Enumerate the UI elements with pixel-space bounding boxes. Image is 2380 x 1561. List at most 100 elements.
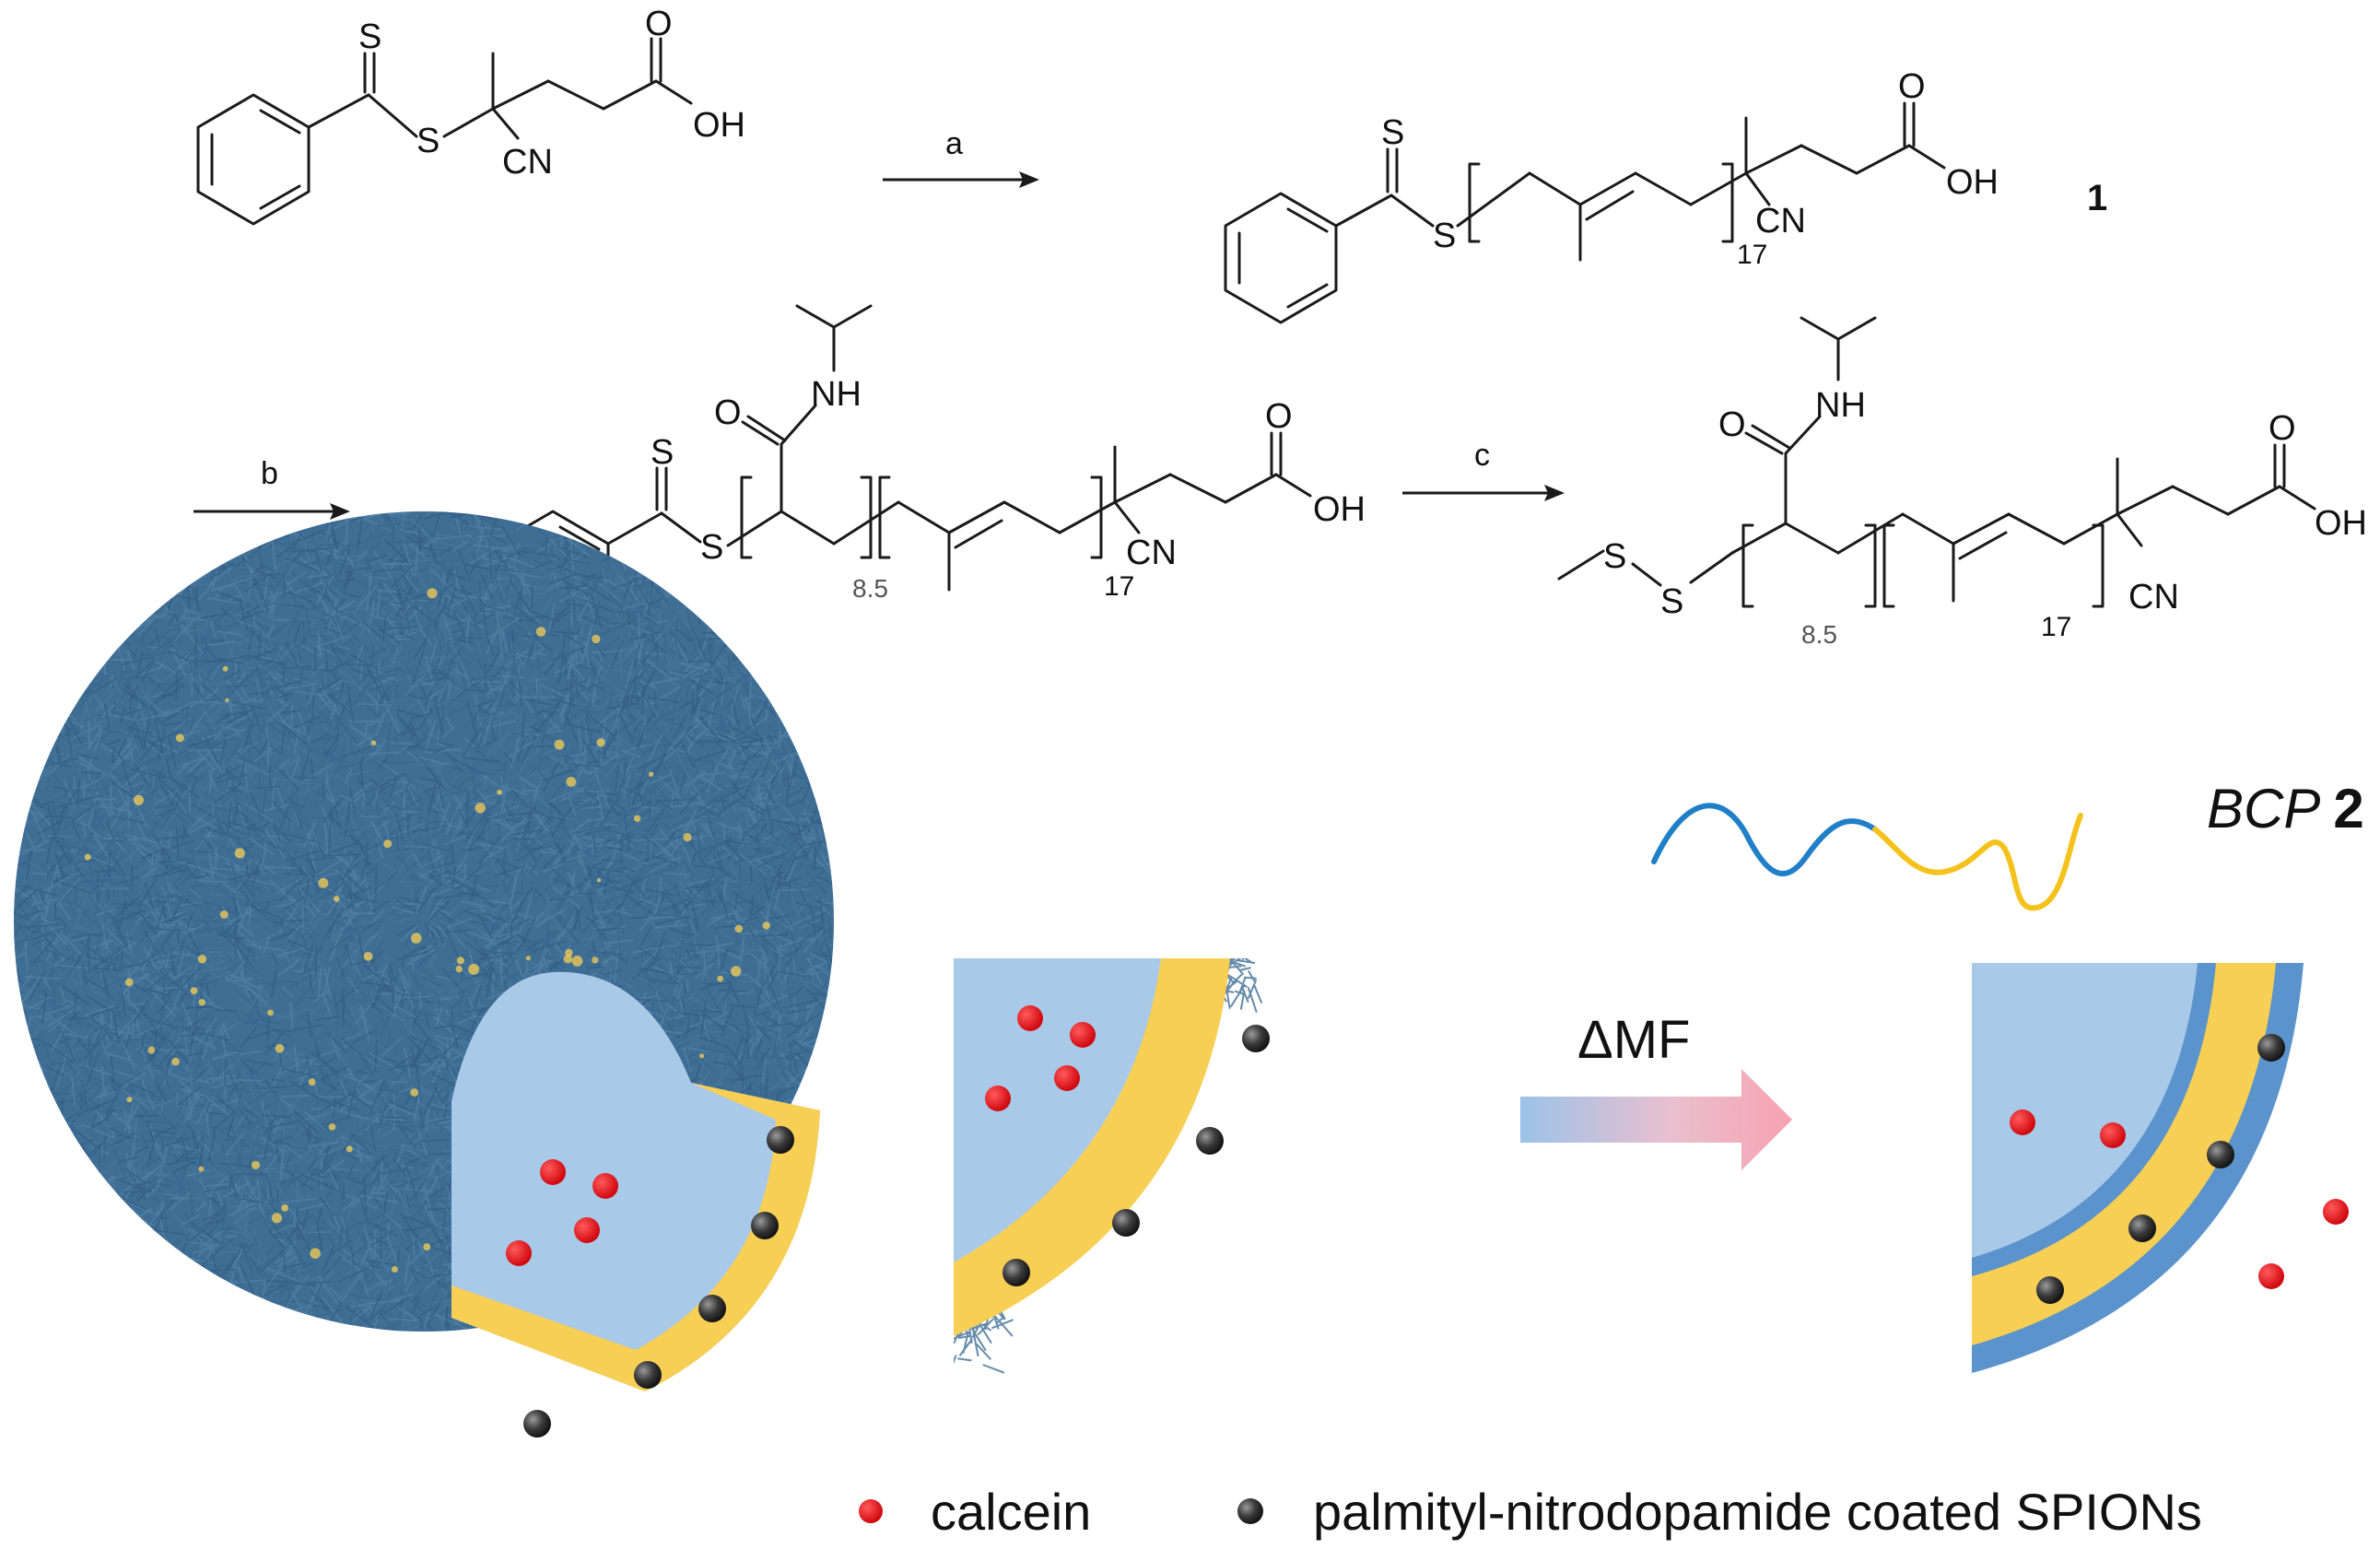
int-carbonyl-o: O	[1265, 397, 1293, 436]
step-b-label: b	[261, 456, 278, 491]
corona-yellow-speck	[535, 627, 546, 637]
bcp-disulfide-s2: S	[1660, 582, 1683, 621]
c1-cn: CN	[1755, 202, 1806, 241]
corona-yellow-speck	[147, 1046, 156, 1054]
corona-yellow-speck	[497, 789, 502, 795]
calcein-dot	[506, 1240, 532, 1266]
spion-dot	[1242, 1025, 1270, 1052]
corona-yellow-speck	[731, 966, 742, 977]
corona-yellow-speck	[197, 955, 207, 964]
corona-yellow-speck	[198, 1166, 205, 1172]
step-c-label: c	[1474, 438, 1490, 473]
spion-dot	[634, 1361, 662, 1389]
corona-yellow-speck	[234, 848, 245, 859]
bcp-title-number: 2	[2333, 778, 2363, 839]
corona-yellow-speck	[281, 1204, 288, 1212]
corona-yellow-speck	[410, 1088, 419, 1097]
spion-dot	[2128, 1215, 2156, 1242]
released-membrane-section	[1972, 963, 2304, 1373]
copolymer-blue-block	[1651, 803, 1878, 877]
spion-dot	[767, 1126, 794, 1154]
bcp-repeat-8-5: 8.5	[1801, 620, 1837, 649]
cta-carbonyl-o: O	[645, 5, 673, 43]
bcp-2-structure	[1557, 316, 2316, 608]
cta-structure	[196, 37, 693, 226]
compound-1-structure	[1224, 101, 1946, 324]
spion-dot	[523, 1410, 551, 1438]
spion-dot	[2207, 1141, 2234, 1168]
corona-yellow-speck	[525, 956, 532, 961]
spion-dot	[698, 1295, 726, 1322]
spion-dot	[1002, 1259, 1030, 1286]
calcein-dot	[985, 1086, 1011, 1111]
corona-yellow-speck	[571, 956, 583, 967]
corona-yellow-speck	[346, 1145, 353, 1153]
corona-yellow-speck	[683, 832, 692, 842]
calcein-dot	[2258, 1263, 2284, 1289]
int-thioether-s: S	[700, 528, 723, 567]
spion-dots	[523, 1025, 2285, 1438]
int-nh: NH	[811, 375, 862, 414]
legend: calcein palmityl-nitrodopamide coated SP…	[859, 1483, 2202, 1541]
spion-dot	[1196, 1127, 1224, 1155]
corona-yellow-speck	[271, 1213, 282, 1224]
calcein-dot	[574, 1217, 600, 1243]
bcp-disulfide-s1: S	[1603, 537, 1626, 576]
calcein-dot	[540, 1159, 566, 1185]
corona-yellow-speck	[126, 1097, 133, 1103]
int-repeat-17: 17	[1104, 571, 1134, 602]
corona-yellow-speck	[427, 588, 438, 599]
legend-spion-marker	[1237, 1498, 1263, 1524]
c1-oh: OH	[1946, 163, 1999, 202]
bcp-oh: OH	[2315, 504, 2367, 543]
corona-yellow-speck	[717, 975, 724, 982]
corona-yellow-speck	[762, 921, 770, 930]
legend-calcein-label: calcein	[931, 1483, 1091, 1541]
corona-yellow-speck	[198, 999, 205, 1006]
corona-yellow-speck	[171, 1057, 180, 1066]
corona-yellow-speck	[391, 1266, 398, 1273]
int-repeat-8-5: 8.5	[852, 574, 888, 603]
corona-yellow-speck	[251, 1160, 261, 1169]
cta-thiocarbonyl-s: S	[358, 18, 381, 56]
int-amide-o: O	[714, 393, 742, 432]
corona-yellow-speck	[308, 1078, 316, 1086]
calcein-dot	[1054, 1065, 1080, 1091]
c1-repeat-17: 17	[1737, 240, 1767, 270]
int-oh: OH	[1313, 490, 1366, 529]
corona-yellow-speck	[592, 634, 601, 644]
corona-yellow-speck	[633, 815, 641, 822]
corona-yellow-speck	[134, 794, 144, 805]
corona-yellow-speck	[565, 948, 573, 957]
corona-yellow-speck	[328, 1123, 336, 1131]
corona-yellow-speck	[310, 1248, 321, 1259]
corona-yellow-speck	[699, 1053, 705, 1059]
spion-dot	[2257, 1034, 2285, 1062]
spion-dot	[2036, 1276, 2064, 1304]
corona-yellow-speck	[219, 910, 229, 919]
corona-yellow-speck	[423, 1243, 431, 1251]
spion-dot	[1112, 1209, 1140, 1237]
copolymer-yellow-block	[1872, 813, 2083, 911]
calcein-dot	[2100, 1122, 2126, 1148]
cutaway-wedge	[451, 971, 820, 1391]
cta-oh: OH	[693, 106, 745, 145]
c1-thioether-s: S	[1433, 217, 1456, 255]
bcp-cn: CN	[2128, 578, 2179, 616]
corona-yellow-speck	[475, 803, 486, 814]
released-lumen	[1972, 963, 2198, 1258]
c1-carbonyl-o: O	[1898, 67, 1926, 106]
int-cn: CN	[1126, 534, 1177, 572]
corona-yellow-speck	[596, 738, 605, 747]
zoomed-membrane-section	[954, 958, 1359, 1382]
calcein-dot	[1017, 1005, 1043, 1031]
bcp-title-text: BCP	[2207, 778, 2320, 839]
calcein-dot	[2010, 1109, 2035, 1135]
corona-yellow-speck	[566, 777, 577, 787]
zoom-lumen	[954, 958, 1161, 1262]
calcein-dots	[506, 1005, 2349, 1289]
step-a-label: a	[945, 126, 963, 161]
legend-spion-label: palmityl-nitrodopamide coated SPIONs	[1313, 1483, 2202, 1541]
corona-yellow-speck	[554, 739, 565, 750]
